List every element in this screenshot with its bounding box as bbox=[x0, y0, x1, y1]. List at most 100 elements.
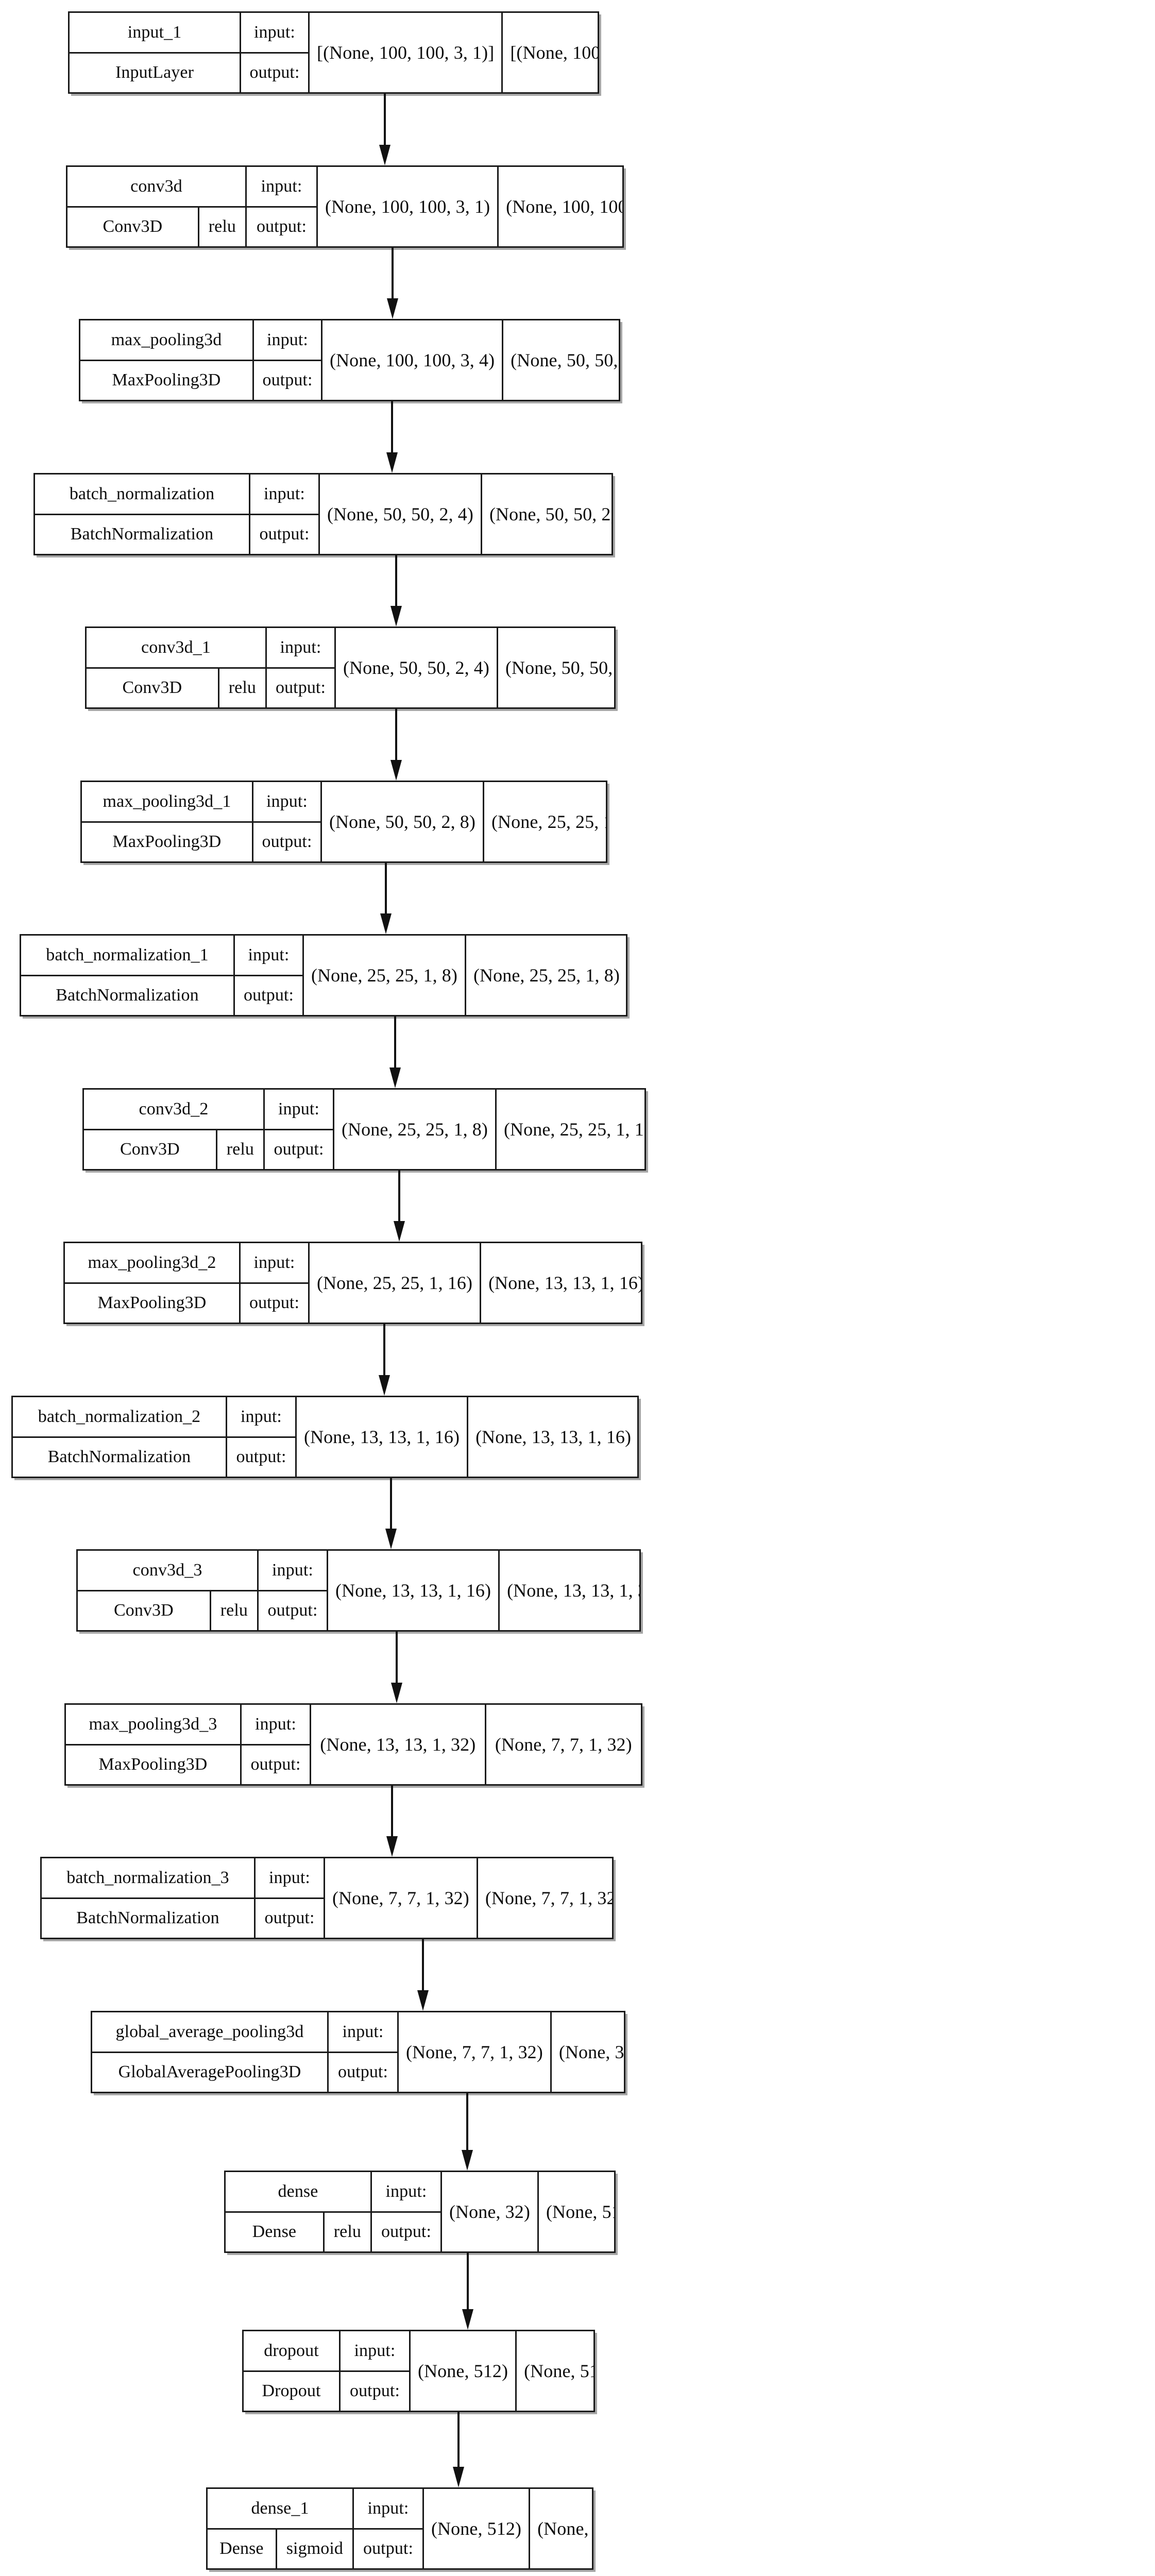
input-shape-text: (None, 25, 25, 1, 8) bbox=[342, 1119, 488, 1140]
edge-global_average_pooling3d-to-dense bbox=[466, 2093, 468, 2152]
layer-class-name: BatchNormalization bbox=[13, 1438, 226, 1477]
io-keyword-column: input: output: bbox=[247, 167, 318, 246]
output-keyword-cell: output: bbox=[227, 1438, 295, 1477]
io-keyword-column: input:output: bbox=[267, 628, 336, 707]
output-shape-cell: (None, 100, 100, 3, 4) bbox=[497, 167, 622, 246]
output-keyword-cell: output: bbox=[354, 2530, 422, 2569]
output-shape-text: (None, 25, 25, 1, 8) bbox=[473, 965, 620, 986]
io-keyword-column: input:output: bbox=[265, 1090, 334, 1169]
edge-conv3d-to-max_pooling3d bbox=[392, 248, 394, 300]
io-keyword-column: input: output: bbox=[253, 782, 322, 861]
layer-type-row: BatchNormalization bbox=[35, 515, 249, 554]
input-keyword: input: bbox=[385, 2181, 427, 2201]
layer-class-name-text: BatchNormalization bbox=[70, 524, 214, 544]
layer-name-row: max_pooling3d_3 bbox=[66, 1705, 240, 1745]
layer-name-row: conv3d bbox=[67, 167, 245, 208]
input-shape-cell: (None, 32) bbox=[442, 2172, 537, 2251]
io-keyword-column: input:output: bbox=[259, 1551, 328, 1630]
layer-class-name: MaxPooling3D bbox=[80, 361, 252, 400]
edge-dropout-to-dense_1 bbox=[457, 2412, 460, 2469]
layer-name-row: max_pooling3d bbox=[80, 320, 252, 361]
layer-class-name-text: Conv3D bbox=[113, 1601, 174, 1620]
arrowhead-icon bbox=[417, 1990, 429, 2011]
input-shape-cell: (None, 512) bbox=[411, 2331, 515, 2411]
input-keyword: input: bbox=[255, 1714, 296, 1734]
output-keyword-cell: output: bbox=[372, 2213, 440, 2252]
output-keyword-cell: output: bbox=[341, 2372, 409, 2411]
layer-class-name: Dense bbox=[226, 2213, 323, 2252]
output-shape-cell: [(None, 100, 100, 3, 1)] bbox=[501, 13, 598, 92]
layer-class-name-text: MaxPooling3D bbox=[112, 832, 222, 852]
input-shape-text: (None, 25, 25, 1, 8) bbox=[311, 965, 457, 986]
io-keyword-column: input:output: bbox=[250, 474, 320, 554]
arrowhead-icon bbox=[389, 1067, 401, 1088]
input-keyword: input: bbox=[354, 2341, 396, 2360]
input-shape-cell: (None, 512) bbox=[424, 2489, 529, 2568]
input-keyword: input: bbox=[261, 176, 302, 196]
output-shape-cell: (None, 13, 13, 1, 16) bbox=[467, 1397, 637, 1477]
input-shape-text: (None, 50, 50, 2, 4) bbox=[343, 657, 489, 678]
layer-class-name: MaxPooling3D bbox=[66, 1745, 240, 1785]
input-keyword: input: bbox=[342, 2022, 384, 2041]
layer-activation: sigmoid bbox=[275, 2529, 352, 2568]
layer-name: input_1 bbox=[127, 22, 182, 42]
layer-activation: relu bbox=[197, 207, 245, 246]
input-shape-cell: (None, 25, 25, 1, 8) bbox=[334, 1090, 495, 1169]
input-keyword-cell: input: bbox=[241, 13, 308, 54]
layer-type-row: InputLayer bbox=[70, 54, 240, 93]
layer-name-row: batch_normalization_2 bbox=[13, 1397, 226, 1438]
layer-name-row: global_average_pooling3d bbox=[92, 2012, 327, 2053]
output-keyword: output: bbox=[236, 1447, 286, 1467]
input-keyword: input: bbox=[267, 330, 308, 349]
layer-activation-text: relu bbox=[228, 678, 256, 698]
layer-class-name-text: MaxPooling3D bbox=[97, 1293, 207, 1313]
layer-class-name: InputLayer bbox=[70, 54, 240, 93]
output-shape-cell: (None, 13, 13, 1, 32) bbox=[498, 1551, 639, 1630]
edge-conv3d_2-to-max_pooling3d_2 bbox=[398, 1171, 400, 1223]
layer-class-name: MaxPooling3D bbox=[82, 823, 252, 862]
layer-class-name: Conv3D bbox=[84, 1130, 216, 1170]
output-keyword: output: bbox=[256, 217, 307, 236]
input-keyword-cell: input: bbox=[329, 2012, 397, 2053]
layer-name: max_pooling3d bbox=[111, 330, 222, 349]
layer-class-name: Conv3D bbox=[67, 208, 198, 247]
input-shape-text: (None, 100, 100, 3, 1) bbox=[325, 196, 490, 217]
input-keyword-cell: input: bbox=[256, 1858, 324, 1899]
output-shape-cell: (None, 7, 7, 1, 32) bbox=[476, 1858, 612, 1938]
output-keyword: output: bbox=[275, 678, 326, 698]
input-shape-text: (None, 13, 13, 1, 16) bbox=[304, 1427, 460, 1447]
input-shape-text: (None, 50, 50, 2, 4) bbox=[327, 504, 473, 524]
input-keyword: input: bbox=[266, 791, 308, 811]
output-keyword: output: bbox=[262, 832, 312, 852]
input-shape-cell: [(None, 100, 100, 3, 1)] bbox=[310, 13, 501, 92]
layer-class-name: Dropout bbox=[244, 2372, 339, 2411]
layer-class-name-text: GlobalAveragePooling3D bbox=[118, 2062, 301, 2082]
input-shape-cell: (None, 13, 13, 1, 16) bbox=[328, 1551, 498, 1630]
layer-class-name-text: Dropout bbox=[262, 2381, 321, 2401]
input-keyword-cell: input: bbox=[254, 320, 321, 361]
layer-type-row: BatchNormalization bbox=[13, 1438, 226, 1477]
input-keyword-cell: input: bbox=[227, 1397, 295, 1438]
